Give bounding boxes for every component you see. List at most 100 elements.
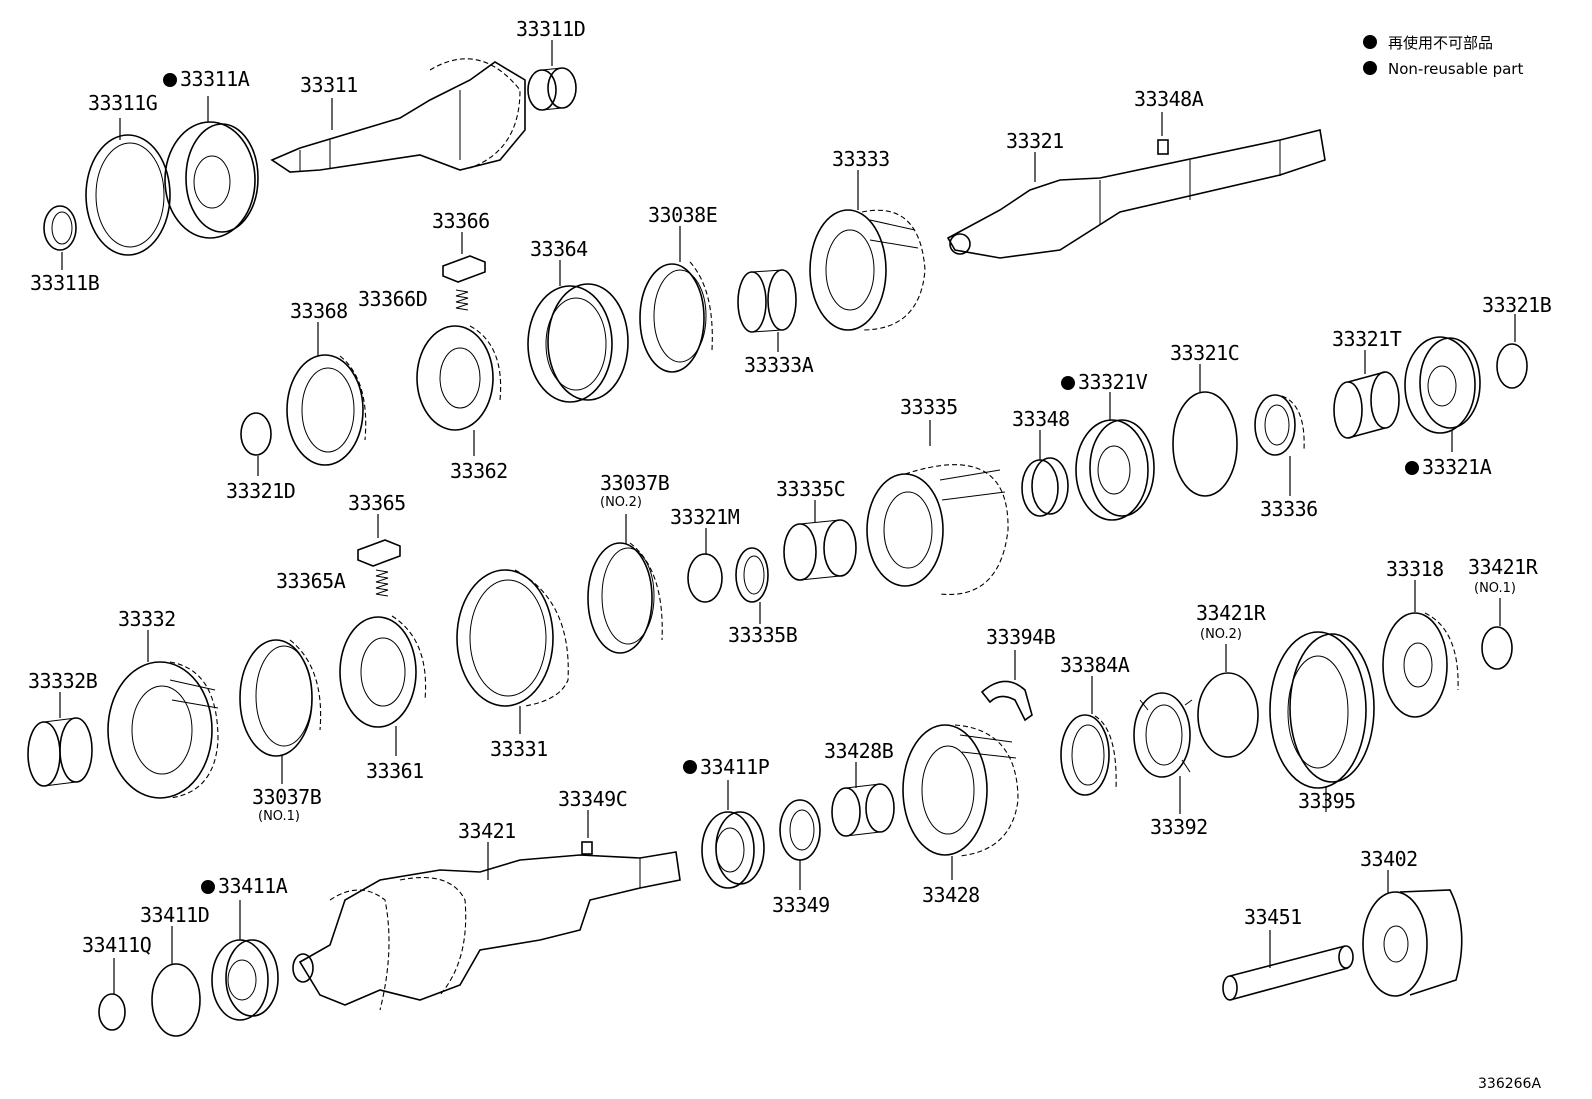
key-33349c-drawing — [581, 841, 593, 855]
part-label-33421r-no2: 33421R — [1196, 601, 1267, 625]
snap-ring-33321d-drawing — [240, 412, 272, 456]
part-label-33321m: 33321M — [670, 505, 740, 529]
snap-ring-33411d-drawing — [151, 963, 201, 1037]
part-label-33335c: 33335C — [776, 477, 845, 501]
washer-33349-drawing — [779, 799, 821, 861]
part-label-33361: 33361 — [366, 759, 424, 783]
part-label-33335b: 33335B — [728, 623, 798, 647]
clip-33394b-drawing — [980, 680, 1033, 722]
part-label-33395: 33395 — [1298, 789, 1356, 813]
shifting-key-33365-drawing — [357, 539, 401, 567]
needle-bearing-33333a-drawing — [737, 269, 797, 333]
part-label-33333: 33333 — [832, 147, 890, 171]
part-label-33311a: 33311A — [180, 67, 250, 91]
ring-33321c-drawing — [1172, 391, 1238, 497]
snap-ring-33421r-no1-drawing — [1481, 626, 1513, 670]
part-label-33038e: 33038E — [648, 203, 717, 227]
part-label-33348a: 33348A — [1134, 87, 1204, 111]
snap-ring-33311b-drawing — [43, 205, 77, 251]
bearing-33411p-drawing — [701, 811, 765, 889]
part-label-33394b: 33394B — [986, 625, 1056, 649]
shifting-key-33366-drawing — [442, 255, 486, 283]
snap-ring-33421r-no2-drawing — [1197, 672, 1259, 758]
part-label-33335: 33335 — [900, 395, 958, 419]
non-reusable-marker-icon — [683, 760, 697, 774]
part-sublabel-33421r-no1: (NO.1) — [1474, 581, 1516, 596]
sleeve-33364-drawing — [527, 283, 629, 403]
part-33336-drawing — [1254, 394, 1305, 456]
input-shaft-33311-drawing — [270, 58, 526, 173]
part-label-33368: 33368 — [290, 299, 348, 323]
snap-ring-33321m-drawing — [687, 553, 723, 603]
sleeve-33331-drawing — [456, 569, 569, 707]
part-label-33411a: 33411A — [218, 874, 288, 898]
part-sublabel-33421r-no2: (NO.2) — [1200, 627, 1242, 642]
part-label-33365a: 33365A — [276, 569, 346, 593]
non-reusable-marker-icon — [163, 73, 177, 87]
part-label-33321c: 33321C — [1170, 341, 1239, 365]
part-label-33349: 33349 — [772, 893, 830, 917]
part-label-33411q: 33411Q — [82, 933, 151, 957]
part-label-33331: 33331 — [490, 737, 548, 761]
part-label-33332b: 33332B — [28, 669, 98, 693]
needle-bearing-33428b-drawing — [831, 783, 895, 837]
ring-33348-drawing — [1021, 457, 1069, 517]
spring-33366d-drawing — [455, 289, 469, 311]
needle-bearing-33335c-drawing — [783, 519, 857, 581]
gear-33428-drawing — [902, 724, 1019, 857]
hub-33362-drawing — [416, 325, 502, 431]
legend-label-japanese: 再使用不可部品 — [1388, 34, 1493, 52]
non-reusable-marker-icon — [1363, 61, 1377, 75]
part-label-33392: 33392 — [1150, 815, 1208, 839]
collar-33321t-drawing — [1333, 371, 1400, 439]
synchro-ring-33037b-no2-drawing — [587, 542, 663, 654]
part-sublabel-33037b-no1: (NO.1) — [258, 809, 300, 824]
part-label-33402: 33402 — [1360, 847, 1418, 871]
part-label-33332: 33332 — [118, 607, 176, 631]
part-label-33311d: 33311D — [516, 17, 585, 41]
retainer-33392-drawing — [1133, 692, 1193, 778]
bearing-33321a-drawing — [1404, 336, 1481, 434]
part-label-33321v: 33321V — [1078, 370, 1148, 394]
non-reusable-marker-icon — [201, 880, 215, 894]
part-label-33037b-no2: 33037B — [600, 471, 670, 495]
part-label-33321a: 33321A — [1422, 455, 1492, 479]
part-label-33311g: 33311G — [88, 91, 157, 115]
gear-33335-drawing — [866, 464, 1009, 596]
part-label-33348: 33348 — [1012, 407, 1070, 431]
synchro-ring-33038e-drawing — [639, 261, 713, 373]
output-shaft-33321-drawing — [946, 129, 1326, 259]
part-label-33428b: 33428B — [824, 739, 894, 763]
ring-33311g-drawing — [85, 134, 171, 256]
part-label-33336: 33336 — [1260, 497, 1318, 521]
key-33348a-drawing — [1157, 139, 1169, 155]
needle-bearing-33332b-drawing — [27, 717, 93, 787]
part-33395-drawing — [1269, 631, 1375, 789]
part-label-33321t: 33321T — [1332, 327, 1402, 351]
part-label-33365: 33365 — [348, 491, 406, 515]
part-label-33366: 33366 — [432, 209, 490, 233]
gear-33402-drawing — [1362, 889, 1463, 997]
part-33384a-drawing — [1060, 714, 1117, 796]
part-label-33362: 33362 — [450, 459, 508, 483]
hub-33361-drawing — [339, 615, 427, 728]
counter-gear-33421-drawing — [292, 851, 681, 1011]
part-label-33411p: 33411P — [700, 755, 770, 779]
part-label-33366d: 33366D — [358, 287, 427, 311]
part-label-33421r-no1: 33421R — [1468, 555, 1539, 579]
ring-33368-drawing — [286, 354, 367, 466]
legend-label-english: Non-reusable part — [1388, 60, 1523, 78]
part-label-33321b: 33321B — [1482, 293, 1552, 317]
part-label-33318: 33318 — [1386, 557, 1444, 581]
part-label-33411d: 33411D — [140, 903, 209, 927]
snap-ring-33321b-drawing — [1496, 343, 1528, 389]
snap-ring-33411q-drawing — [98, 993, 126, 1031]
part-label-33311: 33311 — [300, 73, 358, 97]
part-label-33428: 33428 — [922, 883, 980, 907]
part-label-33321: 33321 — [1006, 129, 1064, 153]
bearing-33321v-drawing — [1075, 419, 1155, 521]
bearing-33411a-drawing — [211, 939, 279, 1021]
bearing-33311a-drawing — [164, 121, 259, 239]
synchro-ring-33037b-no1-drawing — [239, 639, 322, 757]
